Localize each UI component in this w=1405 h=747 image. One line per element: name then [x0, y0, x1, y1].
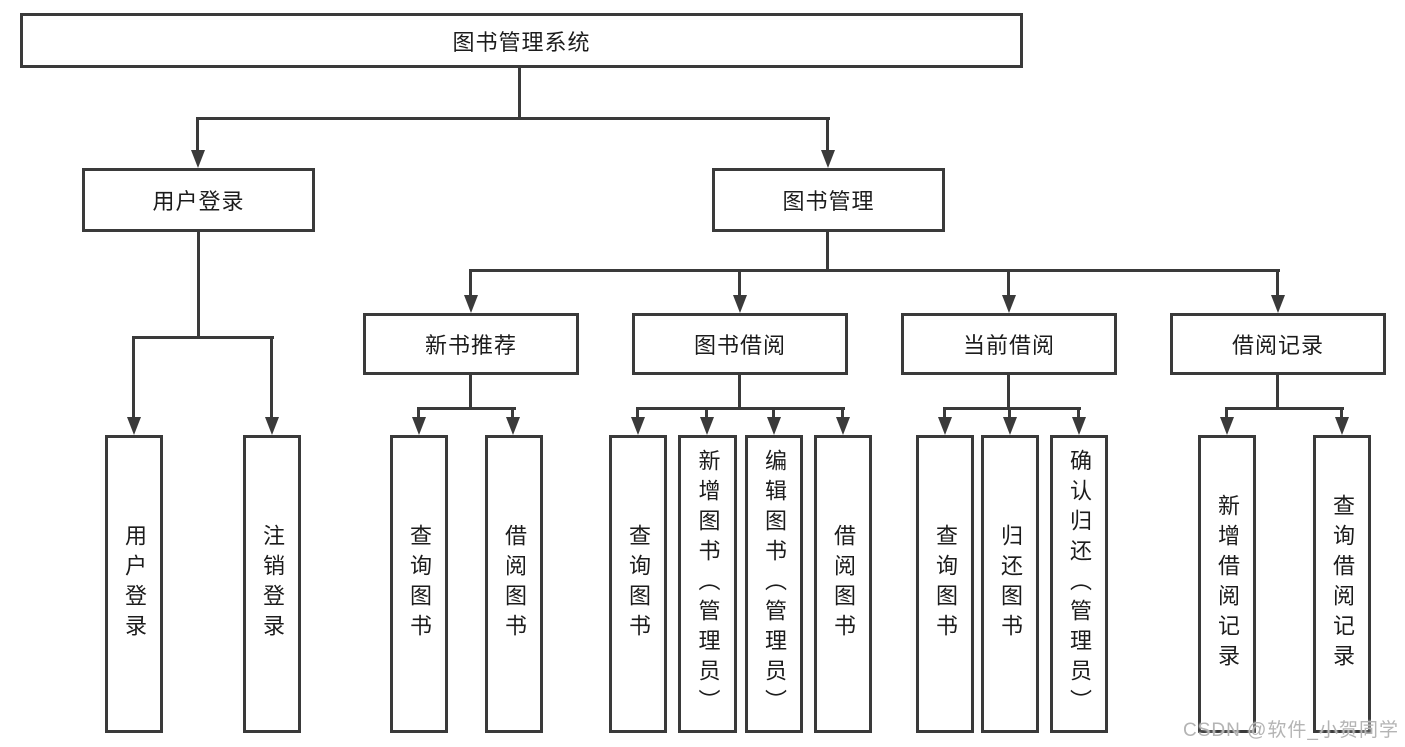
node-user-login: 用户登录: [82, 168, 315, 232]
arrowhead-icon: [836, 417, 850, 435]
connector-line: [1276, 269, 1279, 298]
arrowhead-icon: [821, 150, 835, 168]
leaf-bb-add-books: 新增图书（管理员）: [678, 435, 737, 733]
arrowhead-icon: [700, 417, 714, 435]
node-borrow-records: 借阅记录: [1170, 313, 1386, 375]
node-book-management: 图书管理: [712, 168, 945, 232]
node-label: 查询借阅记录: [1330, 494, 1355, 674]
arrowhead-icon: [1271, 295, 1285, 313]
connector-line: [1077, 407, 1080, 420]
leaf-bb-edit-books: 编辑图书（管理员）: [745, 435, 803, 733]
leaf-br-add-record: 新增借阅记录: [1198, 435, 1256, 733]
connector-line: [772, 407, 775, 420]
connector-line: [705, 407, 708, 420]
connector-line: [469, 269, 472, 298]
node-label: 新增图书（管理员）: [695, 449, 721, 719]
leaf-bb-borrow-books: 借阅图书: [814, 435, 872, 733]
node-label: 当前借阅: [962, 333, 1055, 358]
arrowhead-icon: [412, 417, 426, 435]
node-book-borrow: 图书借阅: [632, 313, 848, 375]
connector-line: [1225, 407, 1344, 410]
connector-line: [636, 407, 639, 420]
arrowhead-icon: [265, 417, 279, 435]
connector-line: [1008, 407, 1011, 420]
connector-line: [511, 407, 514, 420]
connector-line: [841, 407, 844, 420]
node-label: 借阅记录: [1231, 333, 1324, 358]
connector-line: [469, 375, 472, 410]
watermark: CSDN @软件_小贺同学: [1183, 720, 1399, 741]
connector-line: [270, 336, 273, 420]
node-label: 查询图书: [626, 524, 651, 644]
leaf-cb-return-books: 归还图书: [981, 435, 1039, 733]
connector-line: [738, 269, 741, 298]
connector-line: [1340, 407, 1343, 420]
connector-line: [943, 407, 946, 420]
arrowhead-icon: [1220, 417, 1234, 435]
connector-line: [196, 117, 830, 120]
arrowhead-icon: [767, 417, 781, 435]
arrowhead-icon: [733, 295, 747, 313]
arrowhead-icon: [1002, 295, 1016, 313]
arrowhead-icon: [1335, 417, 1349, 435]
connector-line: [197, 232, 200, 339]
connector-line: [132, 336, 135, 420]
connector-line: [826, 117, 829, 152]
node-label: 归还图书: [998, 524, 1023, 644]
node-current-borrow: 当前借阅: [901, 313, 1117, 375]
leaf-cb-query-books: 查询图书: [916, 435, 974, 733]
arrowhead-icon: [1072, 417, 1086, 435]
node-label: 新书推荐: [424, 333, 517, 358]
node-label: 用户登录: [152, 189, 245, 214]
leaf-nbr-borrow-books: 借阅图书: [485, 435, 543, 733]
leaf-bb-query-books: 查询图书: [609, 435, 667, 733]
connector-line: [518, 68, 521, 120]
node-label: 注销登录: [260, 524, 285, 644]
arrowhead-icon: [464, 295, 478, 313]
node-label: 编辑图书（管理员）: [762, 449, 787, 719]
arrowhead-icon: [938, 417, 952, 435]
leaf-nbr-query-books: 查询图书: [390, 435, 448, 733]
node-new-book-recommend: 新书推荐: [363, 313, 579, 375]
connector-line: [1225, 407, 1228, 420]
connector-line: [417, 407, 516, 410]
node-label: 图书借阅: [693, 333, 786, 358]
connector-line: [1007, 269, 1010, 298]
node-label: 查询图书: [933, 524, 958, 644]
node-label: 查询图书: [407, 524, 432, 644]
node-label: 图书管理: [782, 189, 875, 214]
arrowhead-icon: [631, 417, 645, 435]
node-label: 新增借阅记录: [1215, 494, 1240, 674]
node-label: 图书管理系统: [452, 29, 591, 55]
node-label: 借阅图书: [831, 524, 856, 644]
connector-line: [417, 407, 420, 420]
node-label: 确认归还（管理员）: [1067, 449, 1092, 719]
leaf-user-login: 用户登录: [105, 435, 163, 733]
arrowhead-icon: [506, 417, 520, 435]
arrowhead-icon: [191, 150, 205, 168]
node-label: 用户登录: [122, 524, 147, 644]
node-root: 图书管理系统: [20, 13, 1023, 68]
leaf-cb-confirm-return: 确认归还（管理员）: [1050, 435, 1108, 733]
arrowhead-icon: [1003, 417, 1017, 435]
connector-line: [1007, 375, 1010, 410]
connector-line: [943, 407, 1081, 410]
arrowhead-icon: [127, 417, 141, 435]
node-label: 借阅图书: [502, 524, 527, 644]
connector-line: [1276, 375, 1279, 410]
connector-line: [826, 232, 829, 272]
connector-line: [738, 375, 741, 410]
connector-line: [196, 117, 199, 152]
leaf-br-query-record: 查询借阅记录: [1313, 435, 1371, 733]
connector-line: [469, 269, 1280, 272]
connector-line: [636, 407, 845, 410]
connector-line: [132, 336, 274, 339]
leaf-logout: 注销登录: [243, 435, 301, 733]
